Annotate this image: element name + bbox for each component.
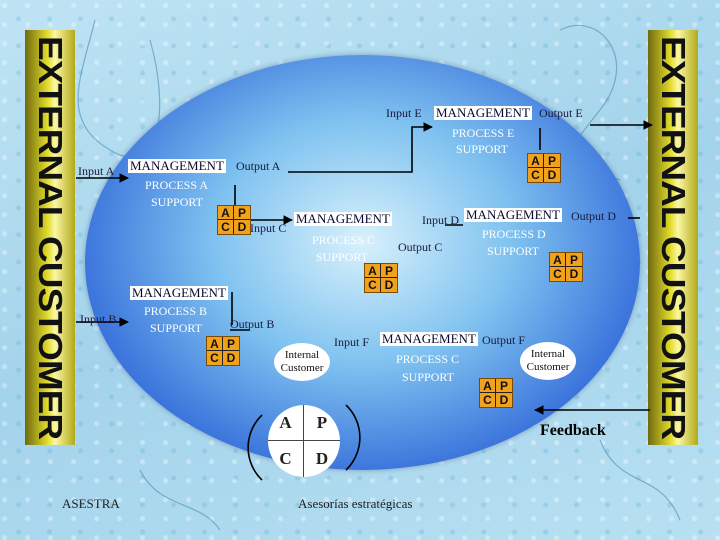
footer-brand: ASESTRA (62, 496, 120, 511)
apcd-a: A (550, 253, 566, 267)
internal-customer-line1: Internal (284, 349, 320, 361)
process-c-support: SUPPORT (316, 250, 368, 264)
apcd-a: A (480, 379, 496, 393)
process-b-name: PROCESS B (144, 304, 208, 318)
apcd-d: D (499, 393, 509, 407)
apcd-d: D (384, 278, 394, 292)
internal-customer-line1: Internal (530, 348, 566, 360)
output-f-label: Output F (482, 333, 526, 347)
process-c-management: MANAGEMENT (294, 211, 392, 226)
process-d-support: SUPPORT (487, 244, 539, 258)
apcd-c: C (207, 351, 223, 365)
apcd-p: P (566, 253, 582, 267)
apcd-d: D (547, 168, 557, 182)
internal-customer-line2: Customer (526, 361, 570, 373)
process-ellipse (85, 55, 640, 470)
process-a-name: PROCESS A (145, 178, 209, 192)
process-e-name: PROCESS E (452, 126, 515, 140)
process-d-name: PROCESS D (482, 227, 546, 241)
external-customer-left-label: EXTERNAL CUSTOMER (32, 35, 69, 440)
process-f-support: SUPPORT (402, 370, 454, 384)
input-f-label: Input F (334, 335, 370, 349)
input-b-label: Input B (80, 312, 117, 326)
process-e-management: MANAGEMENT (434, 105, 532, 120)
input-a-label: Input A (78, 164, 115, 178)
process-a-management: MANAGEMENT (128, 158, 226, 173)
output-e-label: Output E (539, 106, 583, 120)
process-d-management: MANAGEMENT (464, 207, 562, 222)
pdca-a: A (268, 405, 304, 441)
footer-tagline: Asesorías estratégicas (298, 496, 413, 511)
output-c-label: Output C (398, 240, 443, 254)
apcd-d: D (237, 220, 247, 234)
pdca-c: C (268, 441, 304, 477)
apcd-a: A (528, 154, 544, 168)
apcd-p: P (544, 154, 560, 168)
output-a-label: Output A (236, 159, 281, 173)
process-a-support: SUPPORT (151, 195, 203, 209)
output-d-label: Output D (571, 209, 616, 223)
apcd-c: C (528, 168, 544, 182)
apcd-c: C (218, 220, 234, 234)
apcd-a: A (207, 337, 223, 351)
apcd-c: C (550, 267, 566, 281)
apcd-a: A (365, 264, 381, 278)
input-e-label: Input E (386, 106, 422, 120)
apcd-c: C (480, 393, 496, 407)
process-b-support: SUPPORT (150, 321, 202, 335)
external-customer-left: EXTERNAL CUSTOMER (25, 30, 75, 445)
apcd-c: C (365, 278, 381, 292)
input-c-label: Input C (250, 221, 287, 235)
apcd-p: P (223, 337, 239, 351)
process-f-management: MANAGEMENT (380, 331, 478, 346)
feedback-label: Feedback (540, 422, 606, 439)
apcd-a: A (218, 206, 234, 220)
external-customer-right: EXTERNAL CUSTOMER (648, 30, 698, 445)
process-e-support: SUPPORT (456, 142, 508, 156)
apcd-p: P (496, 379, 512, 393)
pdca-d: D (315, 449, 329, 468)
process-c-name: PROCESS C (312, 233, 376, 247)
pdca-p: P (304, 405, 340, 441)
external-customer-right-label: EXTERNAL CUSTOMER (655, 35, 692, 440)
apcd-d: D (226, 351, 236, 365)
apcd-p: P (381, 264, 397, 278)
apcd-d: D (569, 267, 579, 281)
input-d-label: Input D (422, 213, 459, 227)
internal-customer-line2: Customer (280, 362, 324, 374)
output-b-label: Output B (230, 317, 275, 331)
apcd-p: P (234, 206, 250, 220)
process-f-name: PROCESS C (396, 352, 460, 366)
process-b-management: MANAGEMENT (130, 285, 228, 300)
